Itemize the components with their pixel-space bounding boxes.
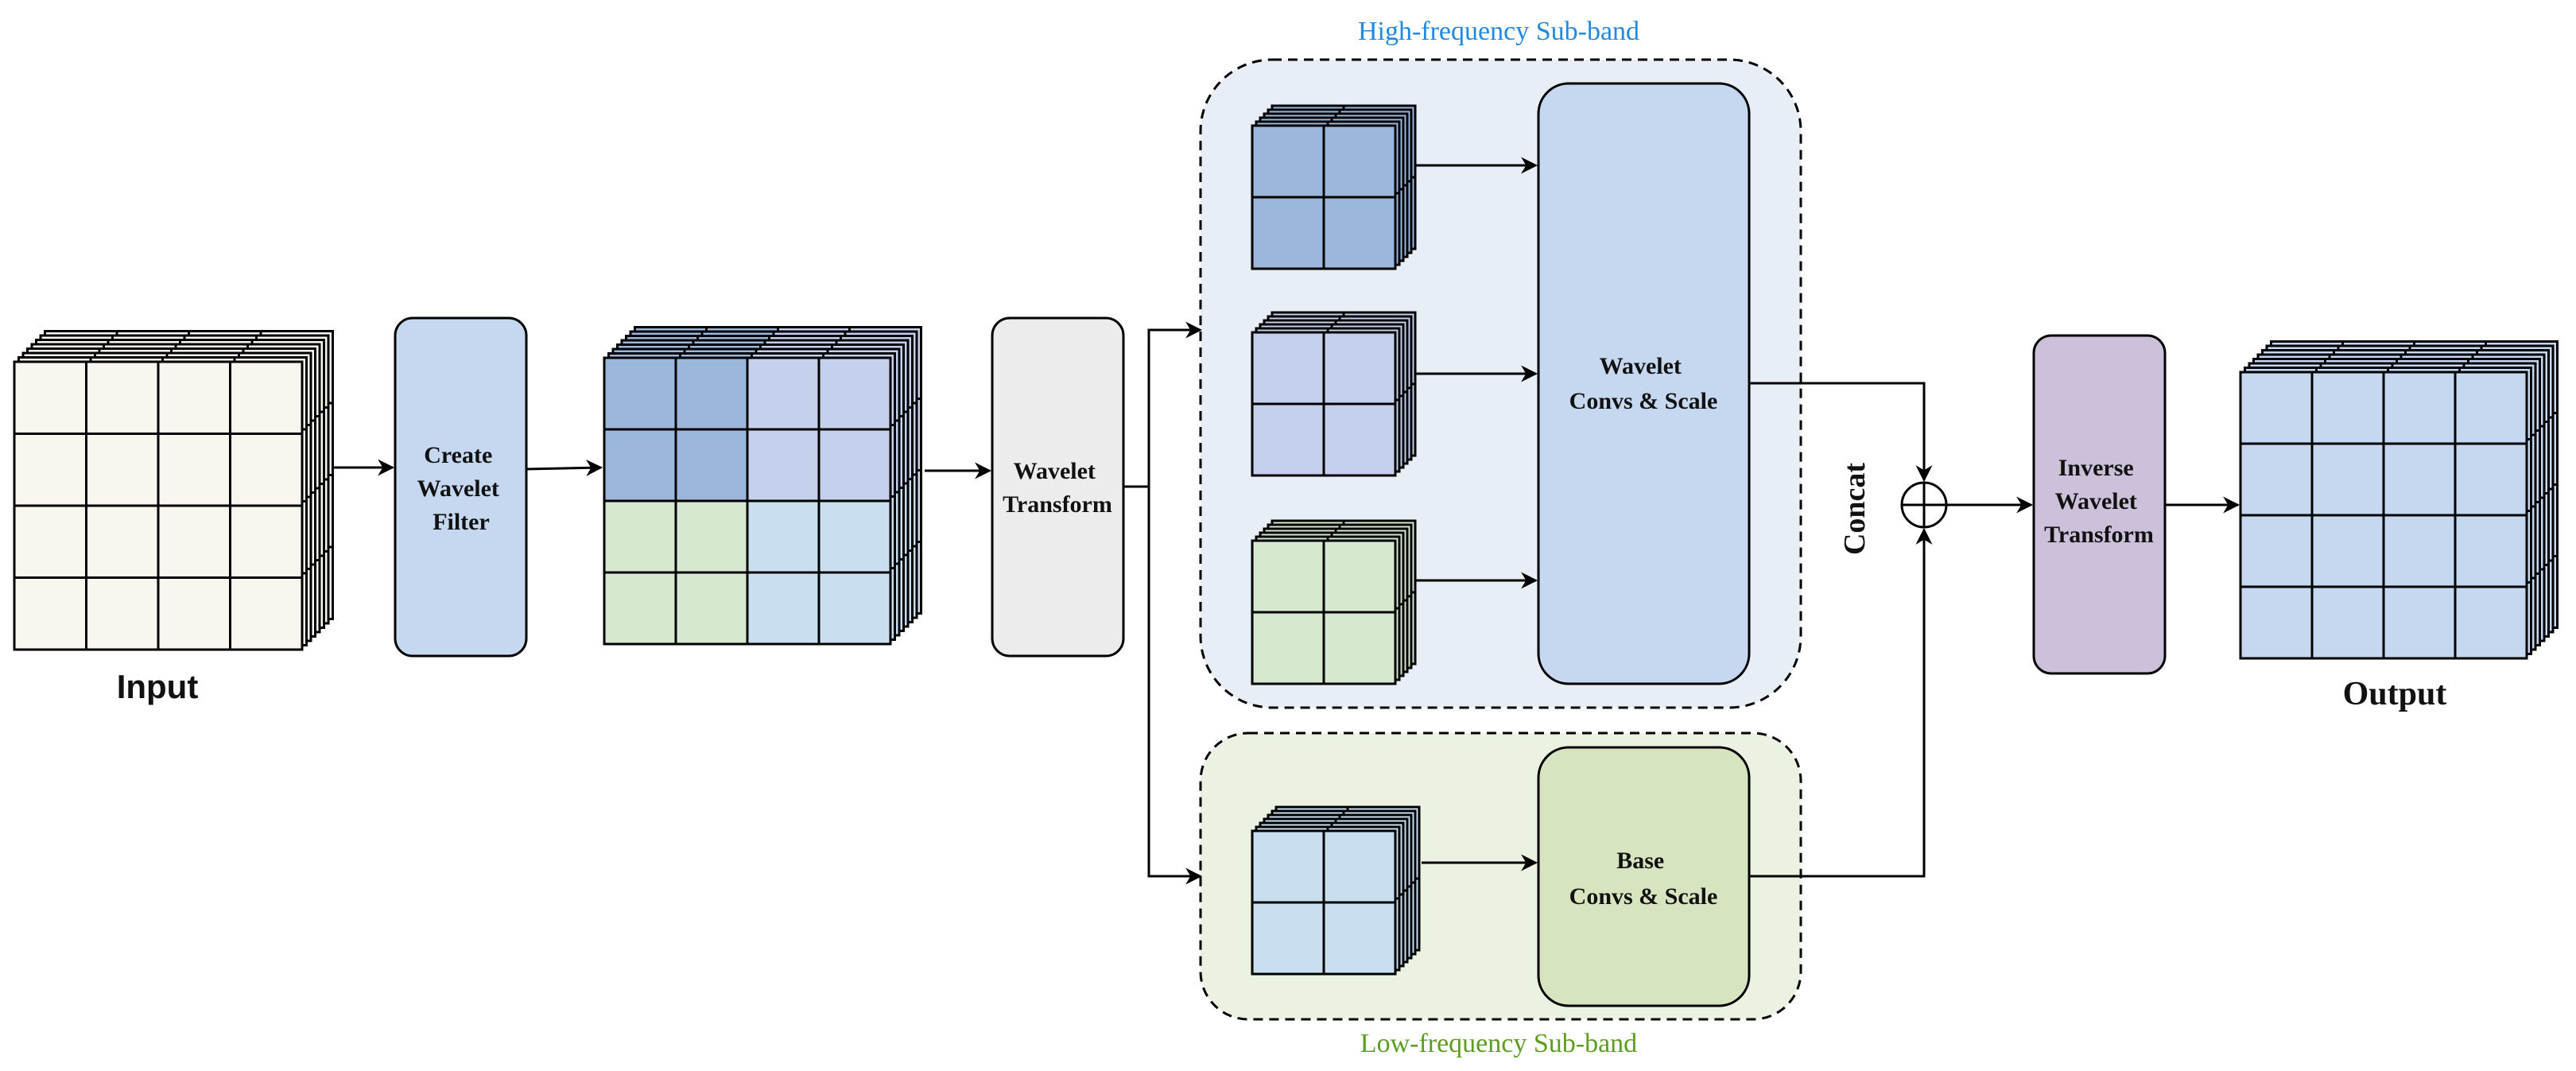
wavelet-transform-label: Wavelet Transform	[1003, 458, 1112, 518]
base-convs-block	[1537, 746, 1751, 1007]
lh-subband-stack	[1251, 519, 1417, 685]
arrow-transform-split-high	[1123, 321, 1203, 488]
arrow-transform-split-low	[1147, 487, 1203, 885]
wavelet-transform-block	[991, 316, 1125, 658]
arrow-filter-to-stack	[526, 459, 603, 476]
concat-label: Concat	[1838, 463, 1872, 555]
input-tensor-stack	[13, 330, 334, 651]
create-wavelet-filter-label: Create Wavelet Filter	[417, 442, 506, 535]
inverse-wavelet-transform-label: Inverse Wavelet Transform	[2044, 455, 2154, 548]
output-tensor-stack	[2239, 340, 2559, 660]
wavelet-convs-label: Wavelet Convs & Scale	[1569, 353, 1718, 414]
arrow-convs-to-concat	[1749, 382, 1933, 483]
hh-subband-stack	[1251, 104, 1417, 270]
high-band-label: High-frequency Sub-band	[1358, 17, 1639, 46]
input-label: Input	[117, 668, 199, 705]
hl-subband-stack	[1251, 311, 1417, 477]
concat-plus-icon	[1900, 481, 1948, 529]
arrow-base-to-concat	[1749, 527, 1933, 878]
base-convs-label: Base Convs & Scale	[1569, 848, 1718, 910]
filtered-tensor-stack	[603, 326, 922, 646]
wavelet-convs-block	[1537, 82, 1751, 685]
output-label: Output	[2343, 676, 2447, 712]
ll-subband-stack	[1251, 805, 1421, 976]
create-wavelet-filter-block	[394, 316, 528, 658]
low-band-label: Low-frequency Sub-band	[1360, 1029, 1637, 1058]
